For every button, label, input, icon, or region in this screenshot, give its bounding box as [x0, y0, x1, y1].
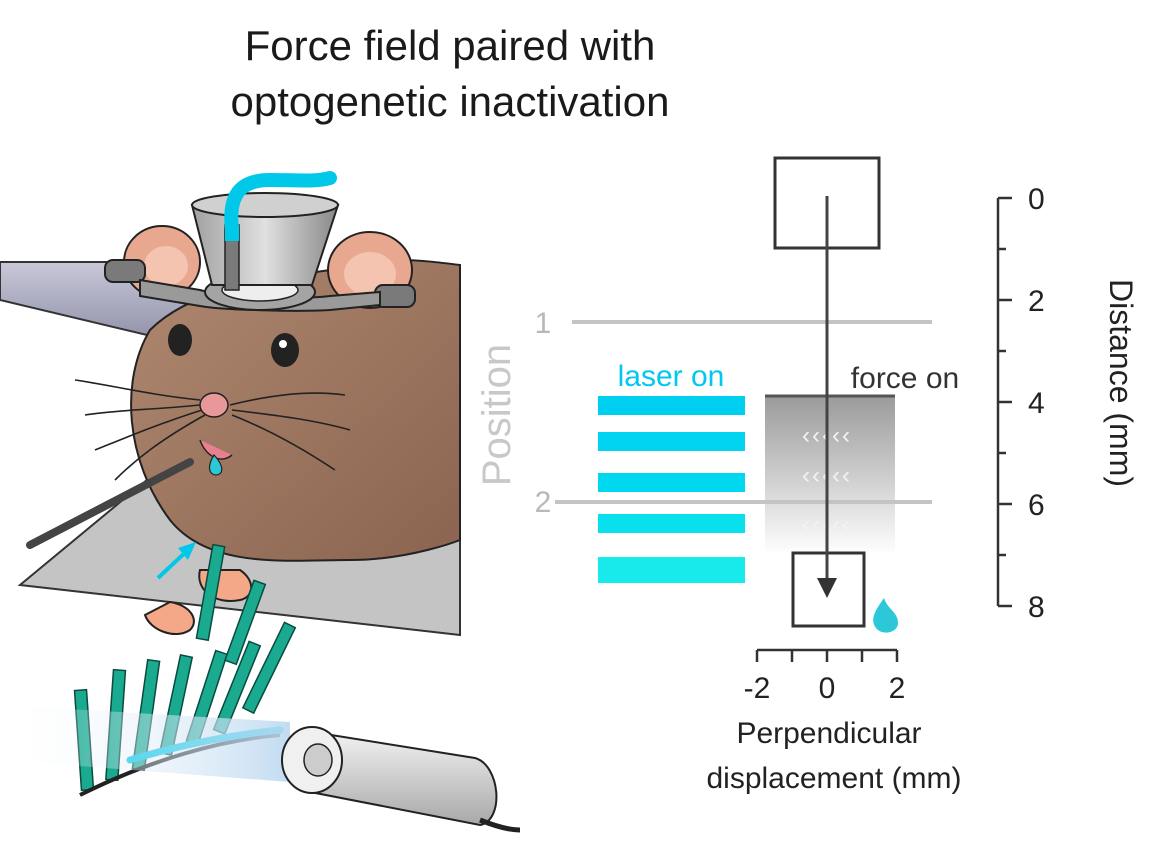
distance-tick-6: 6 — [1028, 489, 1045, 522]
fiber-cylinder — [299, 728, 498, 827]
mouse-eye-left — [168, 324, 192, 356]
distance-tick-4: 4 — [1028, 387, 1045, 420]
force-field-region — [765, 395, 895, 555]
laser-pulse-5 — [598, 557, 745, 583]
optic-fiber — [224, 171, 337, 237]
reward-drop — [873, 598, 898, 633]
mouse-eye-right — [271, 333, 299, 367]
title-line-2: optogenetic inactivation — [230, 78, 670, 125]
perpendicular-tick-2: 2 — [889, 672, 906, 705]
laser-pulse-4 — [598, 514, 745, 533]
perpendicular-tick-neg2: -2 — [744, 672, 771, 705]
distance-tick-2: 2 — [1028, 285, 1045, 318]
position-axis-label: Position — [475, 344, 519, 486]
perpendicular-axis-label-line-1: Perpendicular — [736, 717, 921, 750]
laser-pulse-3 — [598, 473, 745, 492]
laser-pulse-2 — [598, 432, 745, 451]
lick-spout — [26, 458, 194, 549]
distance-axis — [996, 196, 1012, 608]
task-schematic: Position 1 2 force on ‹‹‹‹‹ ‹‹‹‹‹ ‹‹‹‹‹ … — [475, 156, 1139, 795]
mouse-illustration — [0, 171, 520, 833]
force-on-label: force on — [851, 362, 959, 395]
title-line-1: Force field paired with — [244, 22, 656, 69]
laser-pulses — [598, 396, 745, 583]
distance-tick-8: 8 — [1028, 591, 1045, 624]
distance-axis-label: Distance (mm) — [1103, 279, 1139, 487]
position-marker-2: 2 — [535, 486, 552, 519]
position-marker-1: 1 — [535, 307, 552, 340]
laser-on-label: laser on — [618, 360, 725, 393]
distance-tick-0: 0 — [1028, 183, 1045, 216]
perpendicular-tick-0: 0 — [819, 672, 836, 705]
light-beam — [0, 705, 290, 782]
water-drop-spout — [208, 454, 223, 476]
perpendicular-axis — [755, 648, 899, 662]
perpendicular-axis-label-line-2: displacement (mm) — [706, 762, 961, 795]
laser-pulse-1 — [598, 396, 745, 415]
